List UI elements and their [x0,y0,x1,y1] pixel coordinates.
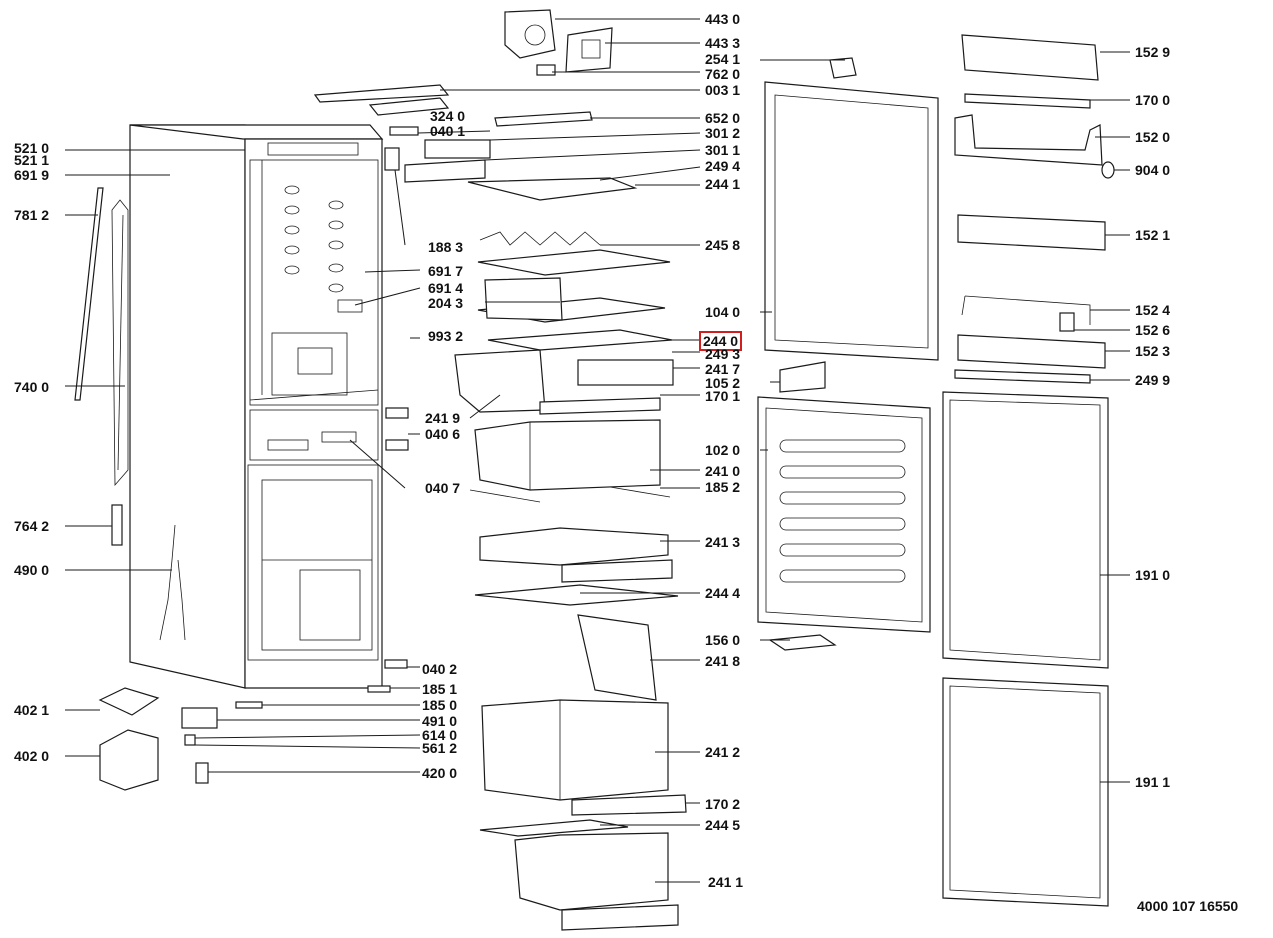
part-label: 561 2 [422,740,458,756]
part-label: 185 1 [422,681,458,697]
part-label: 614 0 [422,727,458,743]
part-label: 040 7 [425,480,461,496]
part-label: 241 9 [425,410,461,426]
part-label: 170 1 [705,388,741,404]
highlighted-part-label: 244 0 [699,331,743,351]
part-label: 003 1 [705,82,741,98]
part-label: 152 9 [1135,44,1171,60]
part-label: 241 2 [705,744,741,760]
part-label: 241 1 [708,874,744,890]
part-label: 102 0 [705,442,741,458]
part-label: 301 1 [705,142,741,158]
part-label: 244 1 [705,176,741,192]
part-label: 521 0 [14,140,50,156]
part-label: 040 6 [425,426,461,442]
part-label: 156 0 [705,632,741,648]
part-label: 204 3 [428,295,464,311]
part-label: 249 9 [1135,372,1171,388]
part-label: 105 2 [705,375,741,391]
part-label: 152 4 [1135,302,1171,318]
part-label: 762 0 [705,66,741,82]
part-label: 254 1 [705,51,741,67]
part-label: 420 0 [422,765,458,781]
part-label: 249 4 [705,158,741,174]
part-label: 301 2 [705,125,741,141]
part-label: 249 3 [705,346,741,362]
part-label: 191 1 [1135,774,1171,790]
part-label: 040 1 [430,123,466,139]
part-label: 040 2 [422,661,458,677]
top-parts [313,9,857,201]
part-label: 185 2 [705,479,741,495]
part-label: 764 2 [14,518,50,534]
part-label: 152 1 [1135,227,1171,243]
part-label: 740 0 [14,379,50,395]
part-label: 781 2 [14,207,50,223]
part-label: 491 0 [422,713,458,729]
part-label: 152 6 [1135,322,1171,338]
part-label: 152 3 [1135,343,1171,359]
part-label: 152 0 [1135,129,1171,145]
shelves-drawers [454,231,687,931]
part-label: 691 4 [428,280,464,296]
part-label: 104 0 [705,304,741,320]
part-label: 443 3 [705,35,741,51]
part-label: 691 7 [428,263,464,279]
part-label: 490 0 [14,562,50,578]
part-label: 191 0 [1135,567,1171,583]
cabinet-body [129,124,384,689]
part-label: 170 2 [705,796,741,812]
part-label: 244 5 [705,817,741,833]
document-code: 4000 107 16550 [1137,898,1239,914]
part-label: 402 0 [14,748,50,764]
part-label: 245 8 [705,237,741,253]
part-label: 691 9 [14,167,50,183]
part-label: 188 3 [428,239,464,255]
part-label: 324 0 [430,108,466,124]
part-label: 993 2 [428,328,464,344]
leader-lines [65,18,1130,883]
part-label: 185 0 [422,697,458,713]
part-label: 241 0 [705,463,741,479]
part-label: 402 1 [14,702,50,718]
part-label: 241 7 [705,361,741,377]
part-label: 652 0 [705,110,741,126]
part-label: 904 0 [1135,162,1171,178]
part-label: 244 4 [705,585,741,601]
door-frames [757,81,939,651]
left-parts [74,187,409,791]
part-label: 443 0 [705,11,741,27]
part-label: 241 8 [705,653,741,669]
door-shelves [942,34,1115,907]
part-label: 170 0 [1135,92,1171,108]
part-label: 241 3 [705,534,741,550]
part-label: 521 1 [14,152,50,168]
